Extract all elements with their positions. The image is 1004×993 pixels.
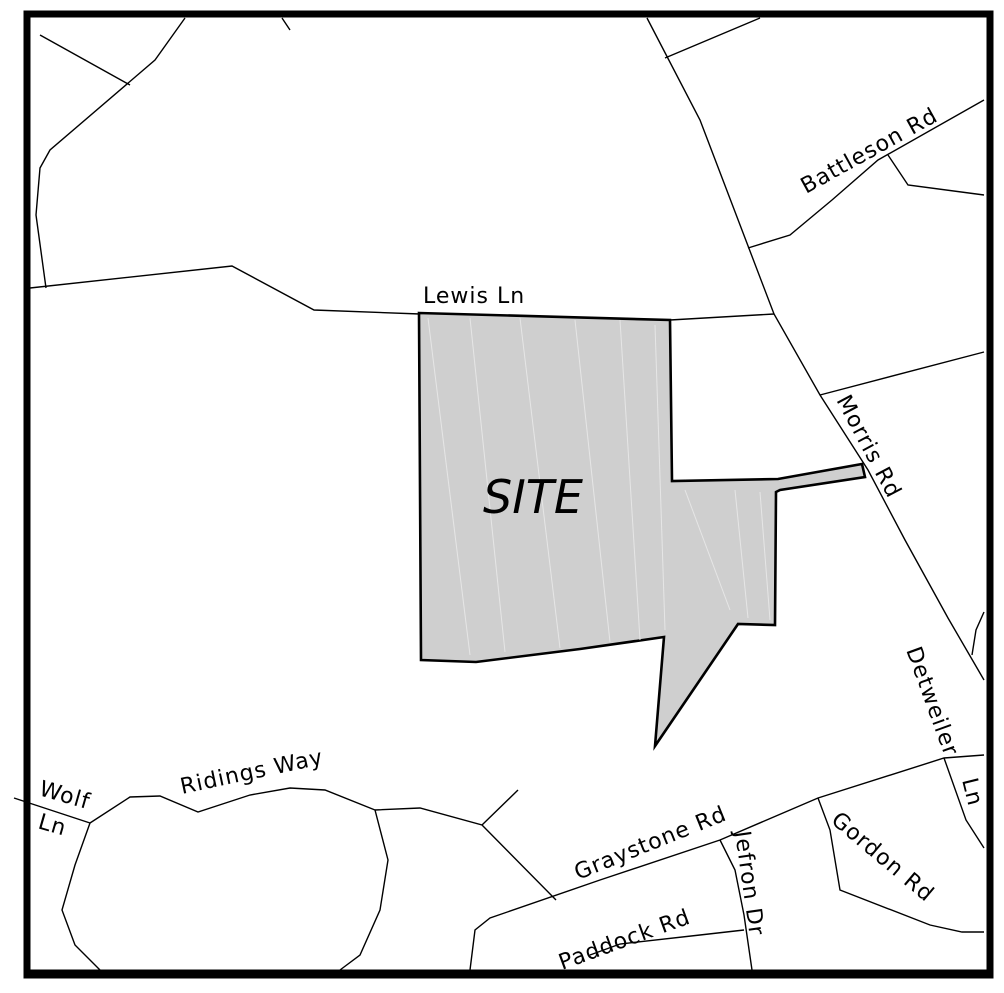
road-battleson-branch <box>887 154 985 196</box>
site-label: SITE <box>483 470 583 524</box>
battleson-rd-label: Battleson Rd <box>797 103 943 199</box>
road-morris-rd <box>646 17 985 681</box>
road-battleson-rd <box>747 99 985 249</box>
road-east-branch <box>819 351 985 396</box>
gordon-rd-label: Gordon Rd <box>826 807 938 907</box>
road-ridings-loop <box>89 787 389 971</box>
site-parcel: SITE <box>417 311 867 751</box>
road-nw-arc <box>35 17 186 289</box>
road-paddock-rd <box>589 929 745 956</box>
road-ridings-spur <box>481 789 519 826</box>
road-ridings-east <box>374 807 557 901</box>
lewis-ln-label: Lewis Ln <box>423 284 525 309</box>
road-network <box>13 17 985 971</box>
map-frame <box>23 10 994 979</box>
jefron-dr-label: Jefron Dr <box>729 827 769 937</box>
graystone-rd-label: Graystone Rd <box>571 802 730 886</box>
site-parcel-hatching <box>427 317 771 656</box>
site-parcel-outline <box>417 311 867 751</box>
detweiler-ln-label-line1: Detweiler <box>900 644 963 760</box>
road-north-tick <box>281 17 291 31</box>
paddock-rd-label: Paddock Rd <box>556 905 694 976</box>
road-lewis-ln-east <box>669 313 775 321</box>
road-detweiler-ln <box>943 757 985 849</box>
ridings-way-label: Ridings Way <box>178 745 326 800</box>
morris-rd-label: Morris Rd <box>831 391 906 502</box>
road-gordon-rd <box>817 797 984 933</box>
road-ridings-loop-west <box>61 822 101 971</box>
road-east-curve <box>971 611 985 656</box>
road-graystone-rd <box>469 754 985 971</box>
road-nw-diagonal <box>39 34 131 86</box>
road-jefron-dr <box>719 839 753 971</box>
road-ne-short <box>664 17 761 59</box>
road-lewis-ln <box>29 265 421 315</box>
wolf-ln-label-line1: Wolf <box>36 777 93 815</box>
